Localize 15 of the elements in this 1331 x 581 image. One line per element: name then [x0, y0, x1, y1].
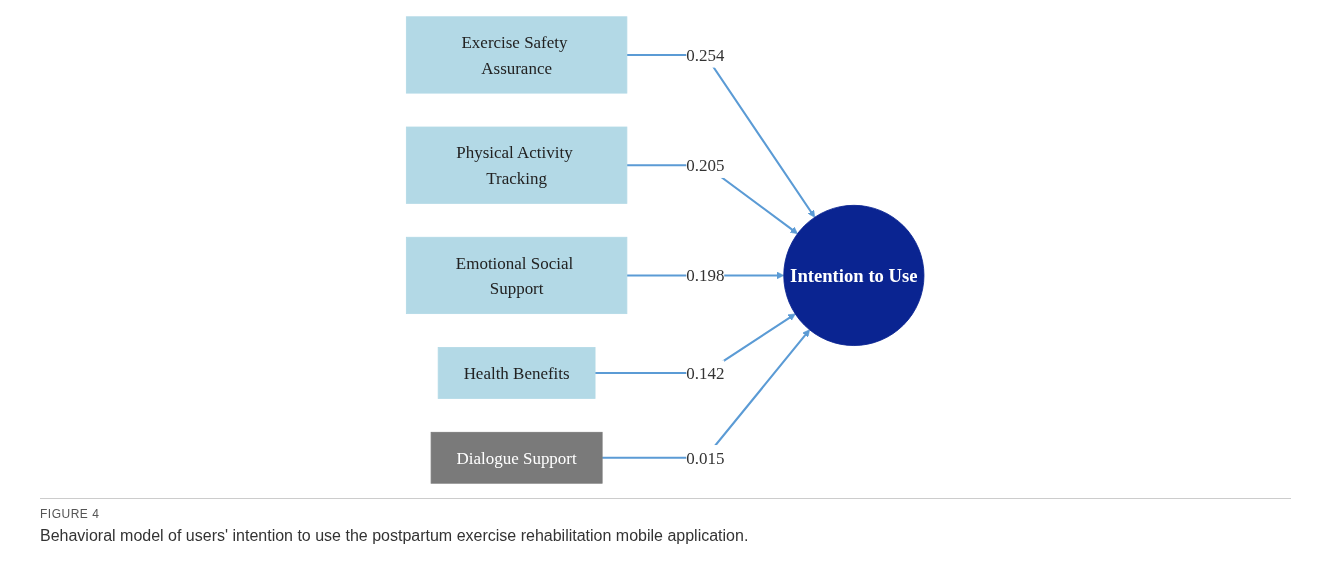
- figure-label: FIGURE 4: [40, 507, 101, 521]
- edge-label: 0.205: [686, 155, 725, 175]
- arrow: [601, 329, 810, 459]
- edge-label: 0.198: [686, 266, 725, 285]
- node-box: Physical Activity Tracking: [405, 126, 628, 204]
- edge-label: 0.254: [686, 45, 725, 65]
- caption: Behavioral model of users' intention to use the postpartum exercise rehabilitation mobile application.: [40, 527, 750, 545]
- edge-label: 0.142: [686, 363, 725, 383]
- arrow: [626, 53, 815, 218]
- node-box: Exercise Safety Assurance: [405, 16, 628, 94]
- node-circle: Intention to Use: [783, 204, 925, 346]
- node-box: Emotional Social Support: [405, 236, 628, 315]
- node-box: Dialogue Support: [430, 431, 603, 484]
- node-box: Health Benefits: [437, 347, 596, 399]
- edge-label: 0.015: [686, 448, 725, 468]
